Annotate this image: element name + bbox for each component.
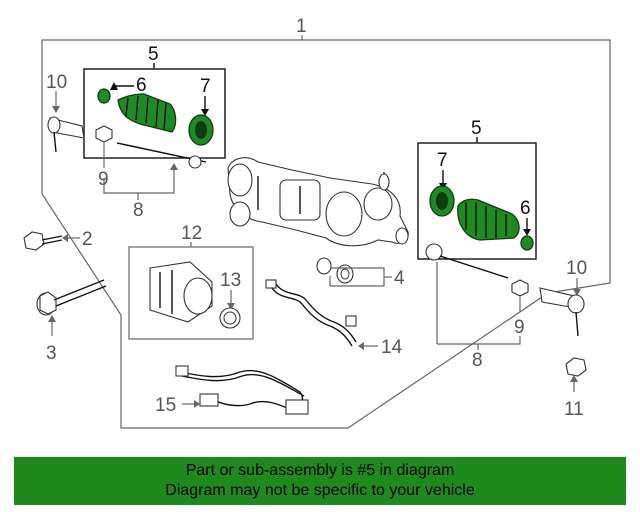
assembly-outline	[41, 39, 611, 429]
callout-13[interactable]: 13	[220, 270, 241, 291]
callout-7-left[interactable]: 7	[200, 76, 211, 97]
right-jam-nut[interactable]	[511, 279, 529, 297]
callout-8-right[interactable]: 8	[472, 350, 483, 371]
left-steering-boot[interactable]	[117, 93, 177, 133]
callout-11[interactable]: 11	[564, 399, 584, 420]
nut-11[interactable]	[565, 357, 587, 377]
right-outer-tie-rod-end[interactable]	[539, 287, 585, 337]
callout-1[interactable]: 1	[296, 16, 307, 37]
callout-9-right[interactable]: 9	[514, 317, 525, 338]
callout-6-left[interactable]: 6	[136, 75, 147, 96]
callout-7-right[interactable]: 7	[437, 150, 448, 171]
callout-9-left[interactable]: 9	[98, 169, 109, 190]
banner-line-1: Part or sub-assembly is #5 in diagram	[185, 462, 455, 479]
callout-8-left[interactable]: 8	[133, 200, 144, 221]
steering-gear-housing	[227, 157, 409, 247]
callout-3[interactable]: 3	[46, 343, 57, 364]
callout-5-right[interactable]: 5	[471, 118, 482, 139]
right-inner-tie-rod[interactable]	[425, 243, 509, 279]
left-outer-tie-rod-end[interactable]	[47, 116, 85, 153]
callout-14[interactable]: 14	[381, 337, 403, 358]
right-clamp[interactable]	[520, 235, 534, 251]
left-clamp[interactable]	[97, 88, 111, 104]
callout-4[interactable]: 4	[394, 268, 405, 289]
banner-line-2: Diagram may not be specific to your vehi…	[165, 482, 475, 499]
bolt-3[interactable]	[36, 279, 107, 316]
callout-10-left[interactable]: 10	[46, 72, 67, 93]
callout-10-right[interactable]: 10	[566, 258, 587, 279]
bolt-2[interactable]	[23, 231, 63, 251]
callout-6-right[interactable]: 6	[520, 198, 531, 219]
right-steering-boot[interactable]	[457, 198, 520, 241]
left-inner-tie-rod[interactable]	[116, 142, 207, 169]
callout-2[interactable]: 2	[82, 229, 93, 250]
parts-diagram: 1 5 6 7 10 9 8	[23, 16, 611, 429]
callout-5-left[interactable]: 5	[148, 44, 159, 65]
callout-15[interactable]: 15	[155, 395, 176, 416]
wire-harness-14[interactable]	[265, 279, 357, 347]
wire-harness-15[interactable]	[175, 365, 309, 415]
info-banner: Part or sub-assembly is #5 in diagram Di…	[14, 457, 626, 505]
seal-set-4[interactable]	[316, 257, 354, 284]
callout-12[interactable]: 12	[181, 223, 202, 244]
assist-motor[interactable]	[149, 261, 213, 323]
left-jam-nut[interactable]	[95, 125, 113, 143]
